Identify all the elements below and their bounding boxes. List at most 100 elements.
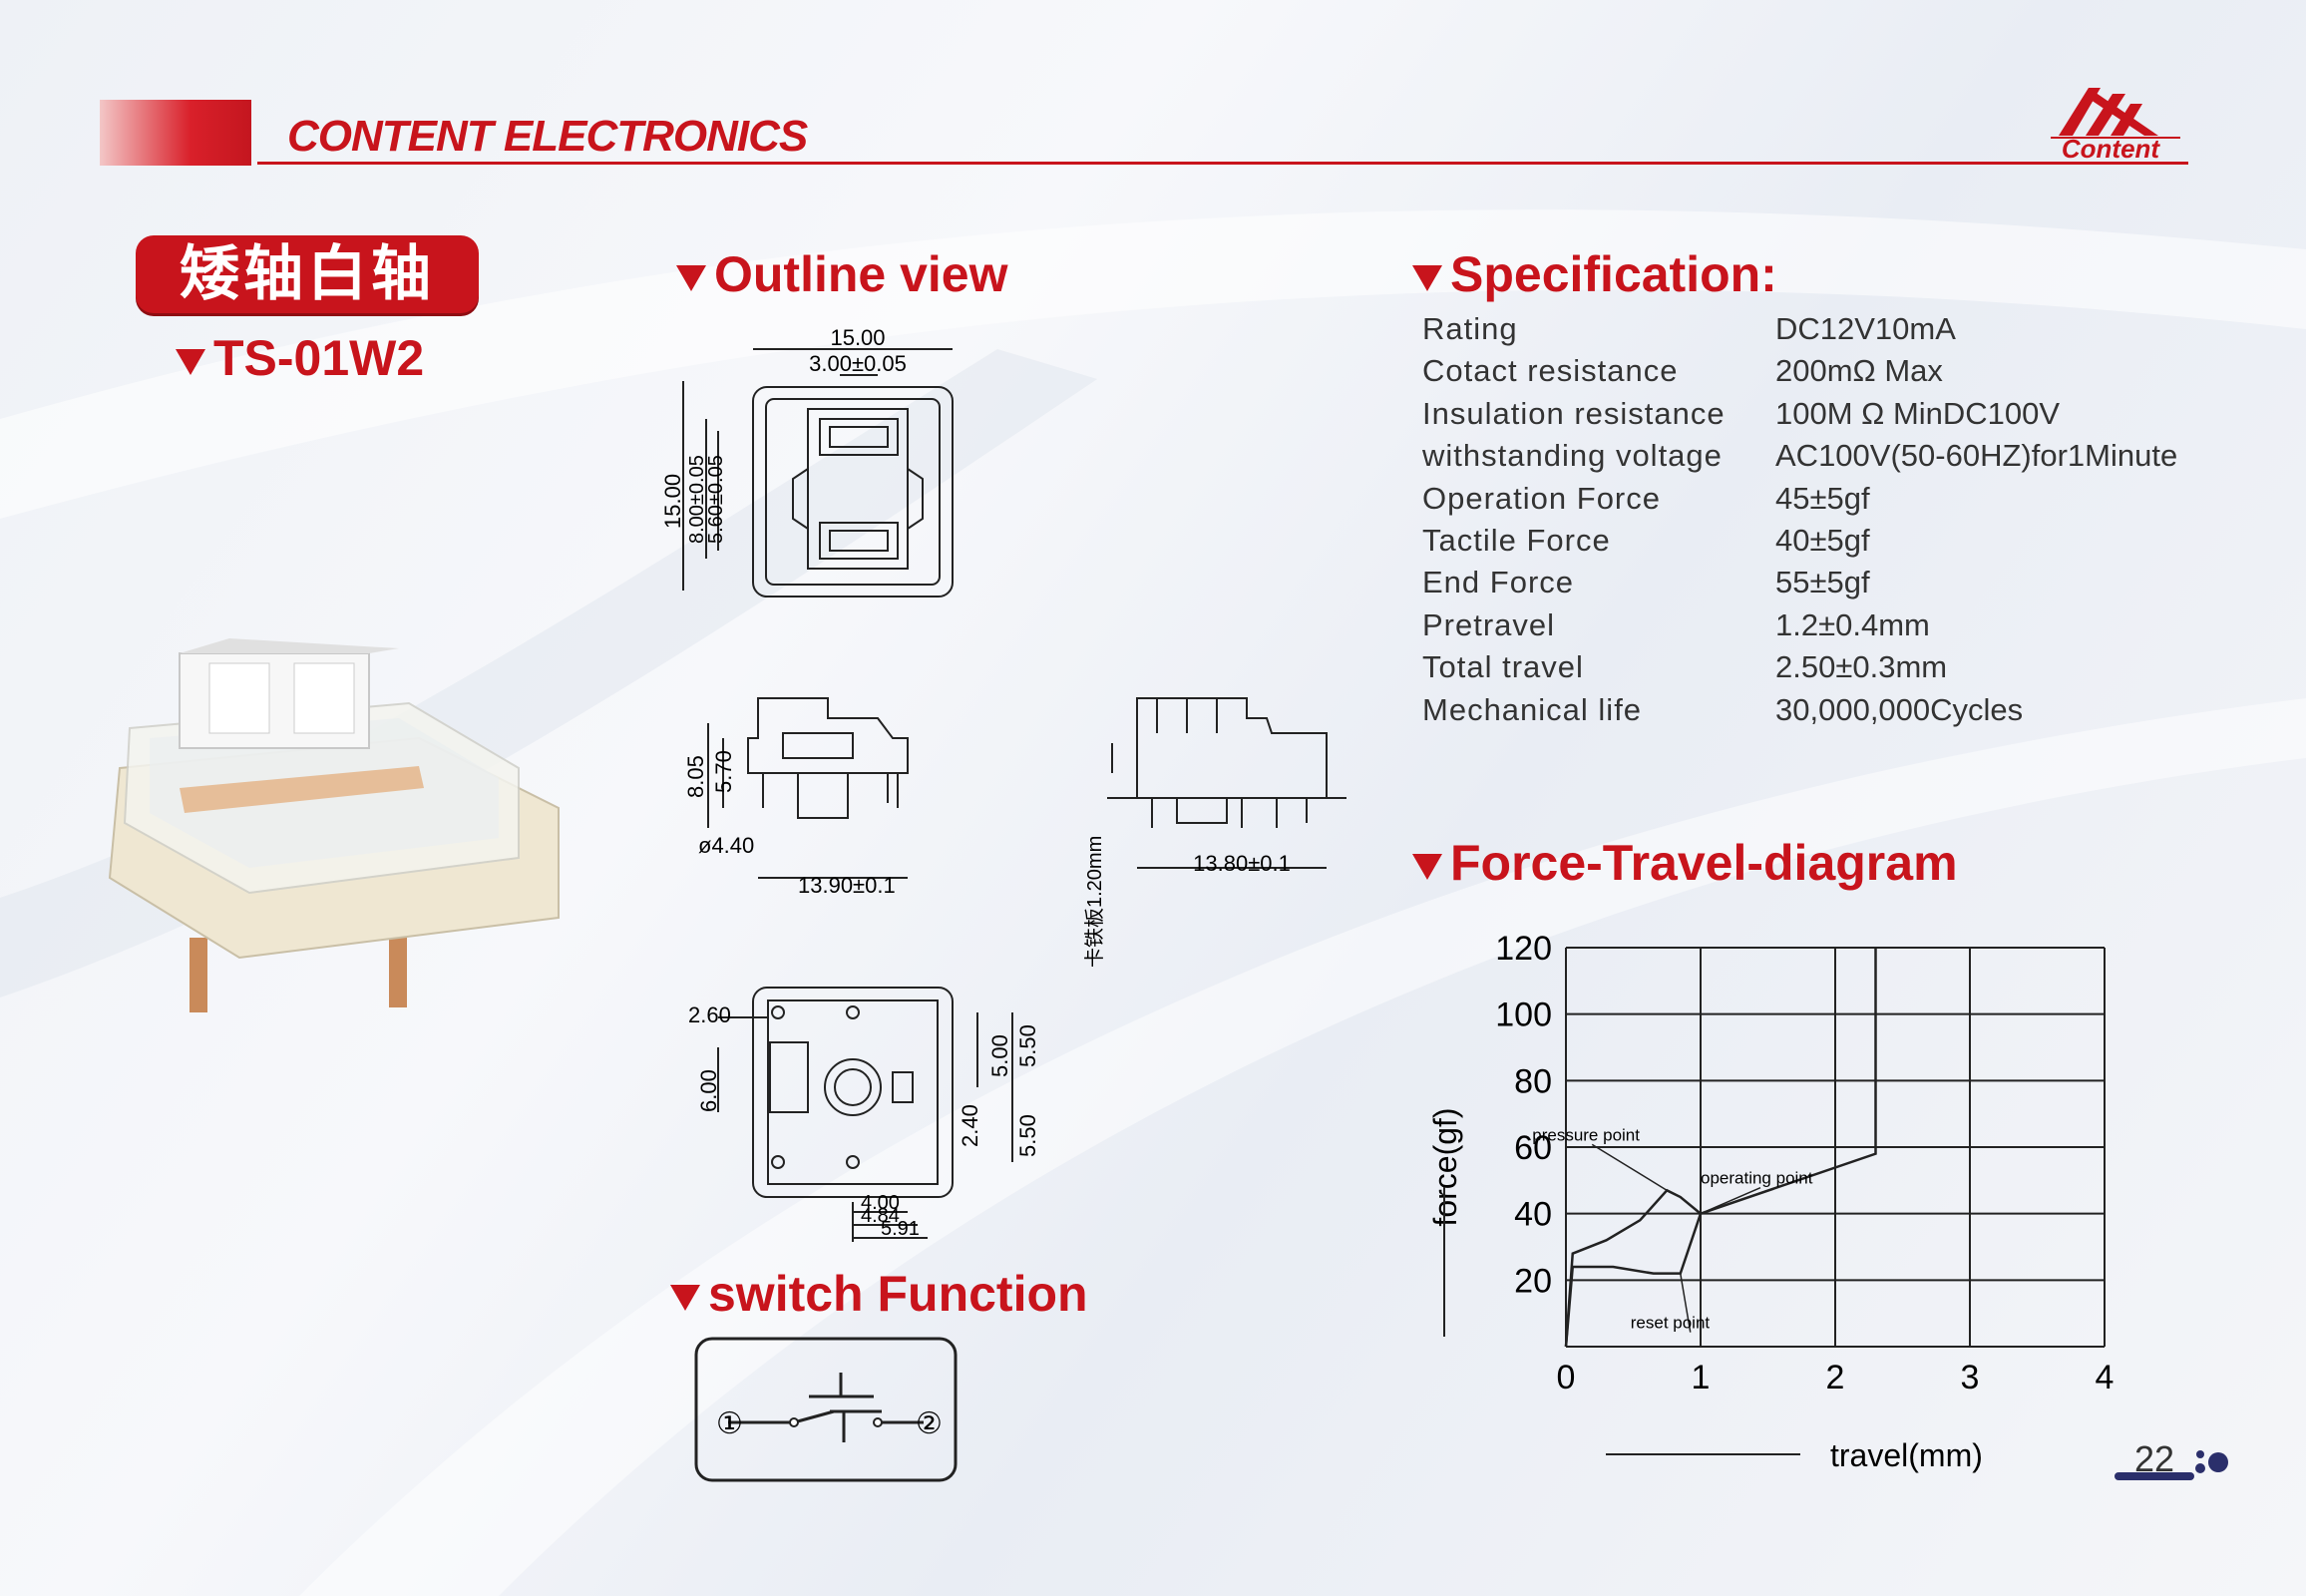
triangle-icon bbox=[176, 348, 205, 375]
force-travel-title: Force-Travel-diagram bbox=[1412, 834, 1958, 892]
spec-value: 30,000,000Cycles bbox=[1775, 691, 2024, 727]
dim-bottom-r3: 2.40 bbox=[958, 1104, 982, 1147]
spec-row: Pretravel 1.2±0.4mm bbox=[1422, 607, 2177, 649]
spec-value: 45±5gf bbox=[1775, 480, 1870, 516]
dim-top-slot: 3.00±0.05 bbox=[809, 351, 907, 376]
spec-row: End Force 55±5gf bbox=[1422, 565, 2177, 606]
logo-text: Content bbox=[2062, 134, 2161, 164]
spec-value: 200mΩ Max bbox=[1775, 353, 1943, 389]
dim-side-dia: ø4.40 bbox=[698, 833, 754, 858]
spec-label: Rating bbox=[1422, 311, 1518, 346]
dim-side-h1: 8.05 bbox=[683, 755, 708, 798]
spec-row: Operation Force 45±5gf bbox=[1422, 481, 2177, 523]
dim-bottom-b2: 4.84 bbox=[861, 1205, 900, 1227]
spec-value: DC12V10mA bbox=[1775, 311, 1956, 346]
spec-row: Cotact resistance 200mΩ Max bbox=[1422, 353, 2177, 395]
header-divider bbox=[257, 162, 2188, 165]
dim-side-h2: 5.70 bbox=[711, 750, 736, 793]
brand-name: CONTENT ELECTRONICS bbox=[287, 112, 808, 161]
series-line-2 bbox=[1564, 1213, 1703, 1348]
annotation-leader bbox=[1700, 1186, 1761, 1215]
spec-label: Total travel bbox=[1422, 649, 1584, 685]
outline-view-title: Outline view bbox=[676, 245, 1008, 303]
outline-view-label: Outline view bbox=[714, 246, 1008, 302]
dim-front-w: 13.80±0.1 bbox=[1193, 851, 1291, 876]
top-view-drawing: 15.00 3.00±0.05 15.00 8.00±0.05 5.60±0.0… bbox=[660, 325, 954, 598]
spec-label: withstanding voltage bbox=[1422, 438, 1723, 474]
dim-bottom-r4: 5.50 bbox=[1015, 1114, 1040, 1157]
model-label: TS-01W2 bbox=[213, 330, 425, 386]
dim-bottom-b1: 4.00 bbox=[861, 1192, 900, 1214]
triangle-icon bbox=[670, 1284, 700, 1311]
dim-bottom-r1: 5.00 bbox=[987, 1034, 1012, 1077]
spec-value: 100M Ω MinDC100V bbox=[1775, 395, 2061, 431]
switch-function-label: switch Function bbox=[708, 1266, 1088, 1322]
switch-product-image bbox=[108, 638, 560, 1012]
specification-title: Specification: bbox=[1412, 245, 1777, 303]
spec-value: AC100V(50-60HZ)for1Minute bbox=[1775, 438, 2178, 474]
y-tick-label: 80 bbox=[1514, 1062, 1552, 1100]
spec-value: 2.50±0.3mm bbox=[1775, 649, 1948, 685]
switch-function-title: switch Function bbox=[670, 1265, 1088, 1323]
spec-row: withstanding voltage AC100V(50-60HZ)for1M… bbox=[1422, 438, 2177, 480]
dim-side-w: 13.90±0.1 bbox=[798, 873, 896, 898]
spec-row: Tactile Force 40±5gf bbox=[1422, 523, 2177, 565]
front-view-drawing: 13.80±0.1 卡铁板1.20mm bbox=[1083, 697, 1346, 968]
dim-bottom-b3: 5.91 bbox=[881, 1218, 920, 1240]
spec-row: Total travel 2.50±0.3mm bbox=[1422, 649, 2177, 691]
spec-label: Operation Force bbox=[1422, 480, 1661, 516]
triangle-icon bbox=[1412, 264, 1442, 291]
spec-label: Mechanical life bbox=[1422, 691, 1643, 727]
dim-bottom-r2: 5.50 bbox=[1015, 1024, 1040, 1067]
pin-2-label: ② bbox=[916, 1407, 943, 1440]
dim-left-h3: 5.60±0.05 bbox=[705, 455, 727, 544]
y-tick-label: 60 bbox=[1514, 1129, 1552, 1167]
y-tick-label: 20 bbox=[1514, 1262, 1552, 1300]
content-logo: Content bbox=[2051, 88, 2180, 164]
dim-bottom-l2: 6.00 bbox=[696, 1069, 721, 1112]
y-tick-label: 40 bbox=[1514, 1196, 1552, 1234]
y-tick-label: 100 bbox=[1495, 997, 1552, 1034]
spec-label: Pretravel bbox=[1422, 606, 1556, 642]
switch-schematic: ① ② bbox=[694, 1337, 958, 1482]
x-tick-label: 3 bbox=[1961, 1359, 1980, 1396]
dim-plate: 卡铁板1.20mm bbox=[1083, 836, 1106, 968]
pin-1-label: ① bbox=[716, 1407, 743, 1440]
product-chinese-title: 矮轴白轴 bbox=[136, 235, 479, 313]
spec-label: Insulation resistance bbox=[1422, 395, 1726, 431]
spec-value: 55±5gf bbox=[1775, 565, 1870, 600]
annotation-label: pressure point bbox=[1532, 1125, 1640, 1144]
specification-label: Specification: bbox=[1450, 246, 1777, 302]
triangle-icon bbox=[676, 264, 706, 291]
force-travel-label: Force-Travel-diagram bbox=[1450, 835, 1958, 891]
spec-row: Mechanical life 30,000,000Cycles bbox=[1422, 692, 2177, 734]
x-tick-label: 2 bbox=[1826, 1359, 1845, 1396]
spec-label: Tactile Force bbox=[1422, 522, 1611, 558]
series-line-1 bbox=[1564, 948, 1877, 1348]
annotation-label: reset point bbox=[1631, 1314, 1711, 1333]
header-accent-block bbox=[100, 100, 251, 166]
x-tick-label: 4 bbox=[2096, 1359, 2114, 1396]
dim-bottom-l1: 2.60 bbox=[688, 1002, 731, 1027]
specification-table: Rating DC12V10mA Cotact resistance 200mΩ Ma… bbox=[1422, 311, 2177, 734]
x-tick-label: 0 bbox=[1557, 1359, 1576, 1396]
spec-value: 40±5gf bbox=[1775, 522, 1870, 558]
spec-label: Cotact resistance bbox=[1422, 353, 1679, 389]
annotation-label: operating point bbox=[1701, 1169, 1813, 1188]
spec-row: Insulation resistance 100M Ω MinDC100V bbox=[1422, 396, 2177, 438]
annotation-leader bbox=[1680, 1273, 1692, 1333]
x-axis-label: travel(mm) bbox=[1830, 1437, 1983, 1473]
triangle-icon bbox=[1412, 853, 1442, 880]
side-view-drawing: 8.05 5.70 ø4.40 13.90±0.1 bbox=[683, 697, 909, 898]
bottom-view-drawing: 2.60 6.00 5.00 5.50 2.40 5.50 4.00 4.84 … bbox=[688, 987, 1040, 1242]
page-number-decoration bbox=[2114, 1450, 2228, 1480]
dim-left-h1: 15.00 bbox=[660, 474, 685, 529]
dim-top-width: 15.00 bbox=[830, 325, 885, 350]
annotation-leader bbox=[1591, 1143, 1668, 1191]
dim-left-h2: 8.00±0.05 bbox=[686, 455, 708, 544]
spec-value: 1.2±0.4mm bbox=[1775, 606, 1930, 642]
product-model: TS-01W2 bbox=[176, 329, 424, 387]
x-tick-label: 1 bbox=[1692, 1359, 1711, 1396]
spec-row: Rating DC12V10mA bbox=[1422, 311, 2177, 353]
spec-label: End Force bbox=[1422, 565, 1575, 600]
